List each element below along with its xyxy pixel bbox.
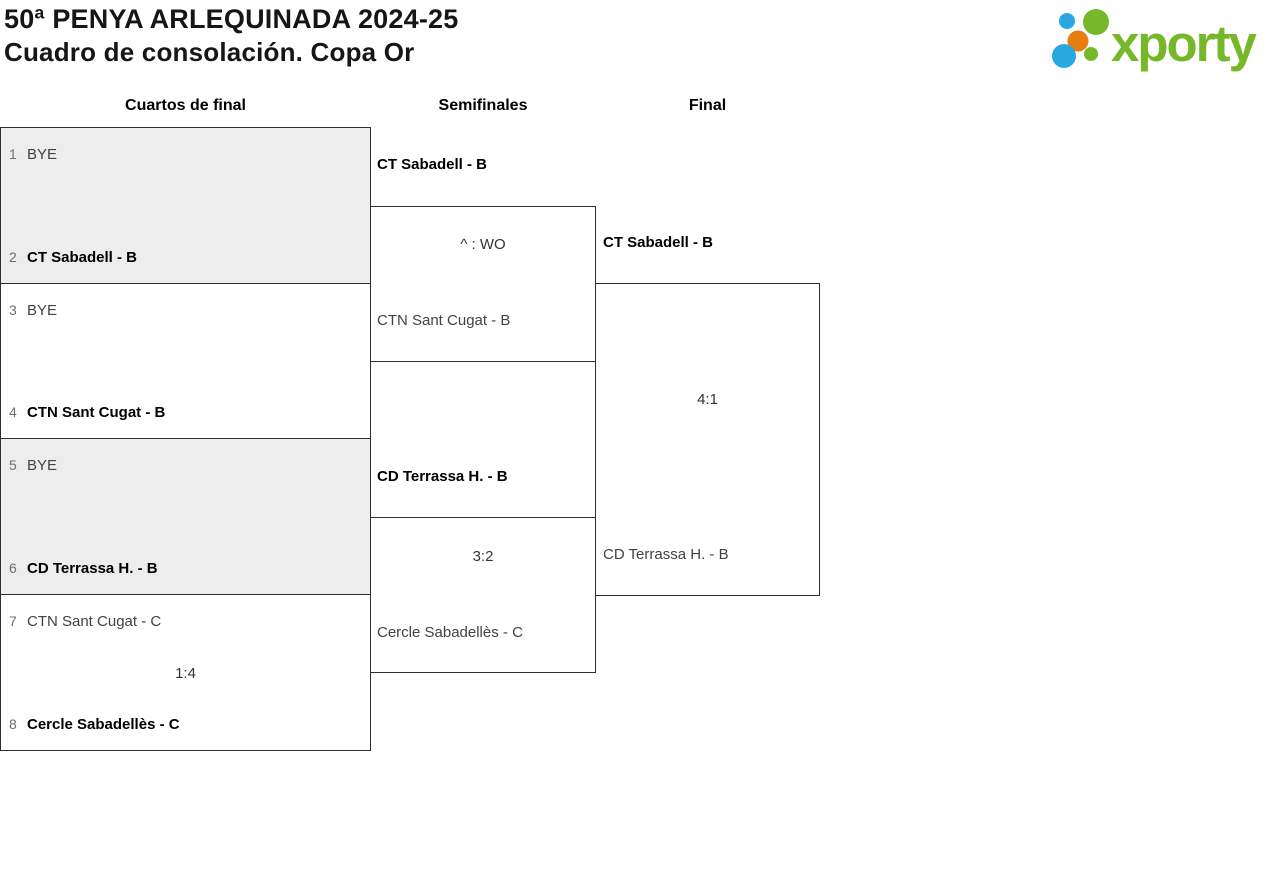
- qf-match-3[interactable]: 5 BYE 6 CD Terrassa H. - B: [0, 438, 371, 595]
- qf-match-2[interactable]: 3 BYE 4 CTN Sant Cugat - B: [0, 283, 371, 439]
- seed-number: 2: [9, 249, 17, 265]
- round-header-semifinals: Semifinales: [438, 97, 528, 114]
- sf-match-1[interactable]: [370, 206, 596, 362]
- team-name: CT Sabadell - B: [27, 249, 138, 266]
- team-name: CD Terrassa H. - B: [603, 546, 729, 563]
- team-name: Cercle Sabadellès - C: [27, 716, 180, 733]
- match-slot: 3 BYE: [9, 302, 362, 319]
- team-name: CTN Sant Cugat - C: [27, 613, 162, 630]
- round-header-final: Final: [688, 97, 727, 114]
- match-slot: 2 CT Sabadell - B: [9, 249, 362, 266]
- logo-dot-green-large: [1083, 9, 1109, 35]
- team-name: CD Terrassa H. - B: [27, 560, 158, 577]
- match-slot: 1 BYE: [9, 146, 362, 163]
- match-score: 4:1: [697, 391, 718, 408]
- match-score: 3:2: [472, 548, 494, 565]
- team-name: BYE: [27, 302, 58, 319]
- logo-dot-orange: [1067, 30, 1089, 52]
- xporty-logo[interactable]: xporty: [1045, 2, 1280, 76]
- page-subtitle: Cuadro de consolación. Copa Or: [4, 37, 415, 67]
- page-title: 50ª PENYA ARLEQUINADA 2024-25: [4, 4, 459, 34]
- match-slot: 4 CTN Sant Cugat - B: [9, 404, 362, 421]
- team-name: CT Sabadell - B: [603, 234, 714, 251]
- team-name: CTN Sant Cugat - B: [377, 312, 511, 329]
- seed-number: 3: [9, 302, 17, 318]
- match-score: ^ : WO: [460, 236, 506, 253]
- team-name: BYE: [27, 146, 58, 163]
- match-slot: 8 Cercle Sabadellès - C: [9, 716, 362, 733]
- team-name: Cercle Sabadellès - C: [377, 624, 523, 641]
- logo-dot-blue-small: [1059, 13, 1075, 29]
- round-header-quarterfinals: Cuartos de final: [125, 97, 246, 114]
- qf-match-4[interactable]: 7 CTN Sant Cugat - C 1:4 8 Cercle Sabadell…: [0, 594, 371, 751]
- match-score: 1:4: [175, 665, 196, 682]
- team-name: CT Sabadell - B: [377, 156, 488, 173]
- match-slot: 6 CD Terrassa H. - B: [9, 560, 362, 577]
- team-name: CD Terrassa H. - B: [377, 468, 508, 485]
- final-match[interactable]: [595, 283, 820, 596]
- seed-number: 6: [9, 560, 17, 576]
- qf-match-1[interactable]: 1 BYE 2 CT Sabadell - B: [0, 127, 371, 284]
- logo-wordmark: xporty: [1111, 15, 1258, 72]
- seed-number: 5: [9, 457, 17, 473]
- seed-number: 1: [9, 146, 17, 162]
- match-slot: 7 CTN Sant Cugat - C: [9, 613, 362, 630]
- seed-number: 8: [9, 716, 17, 732]
- logo-dot-blue-large: [1052, 44, 1076, 68]
- sf-match-2[interactable]: [370, 517, 596, 673]
- team-name: BYE: [27, 457, 58, 474]
- seed-number: 7: [9, 613, 17, 629]
- team-name: CTN Sant Cugat - B: [27, 404, 166, 421]
- logo-dot-green-small: [1084, 47, 1098, 61]
- match-slot: 5 BYE: [9, 457, 362, 474]
- seed-number: 4: [9, 404, 17, 420]
